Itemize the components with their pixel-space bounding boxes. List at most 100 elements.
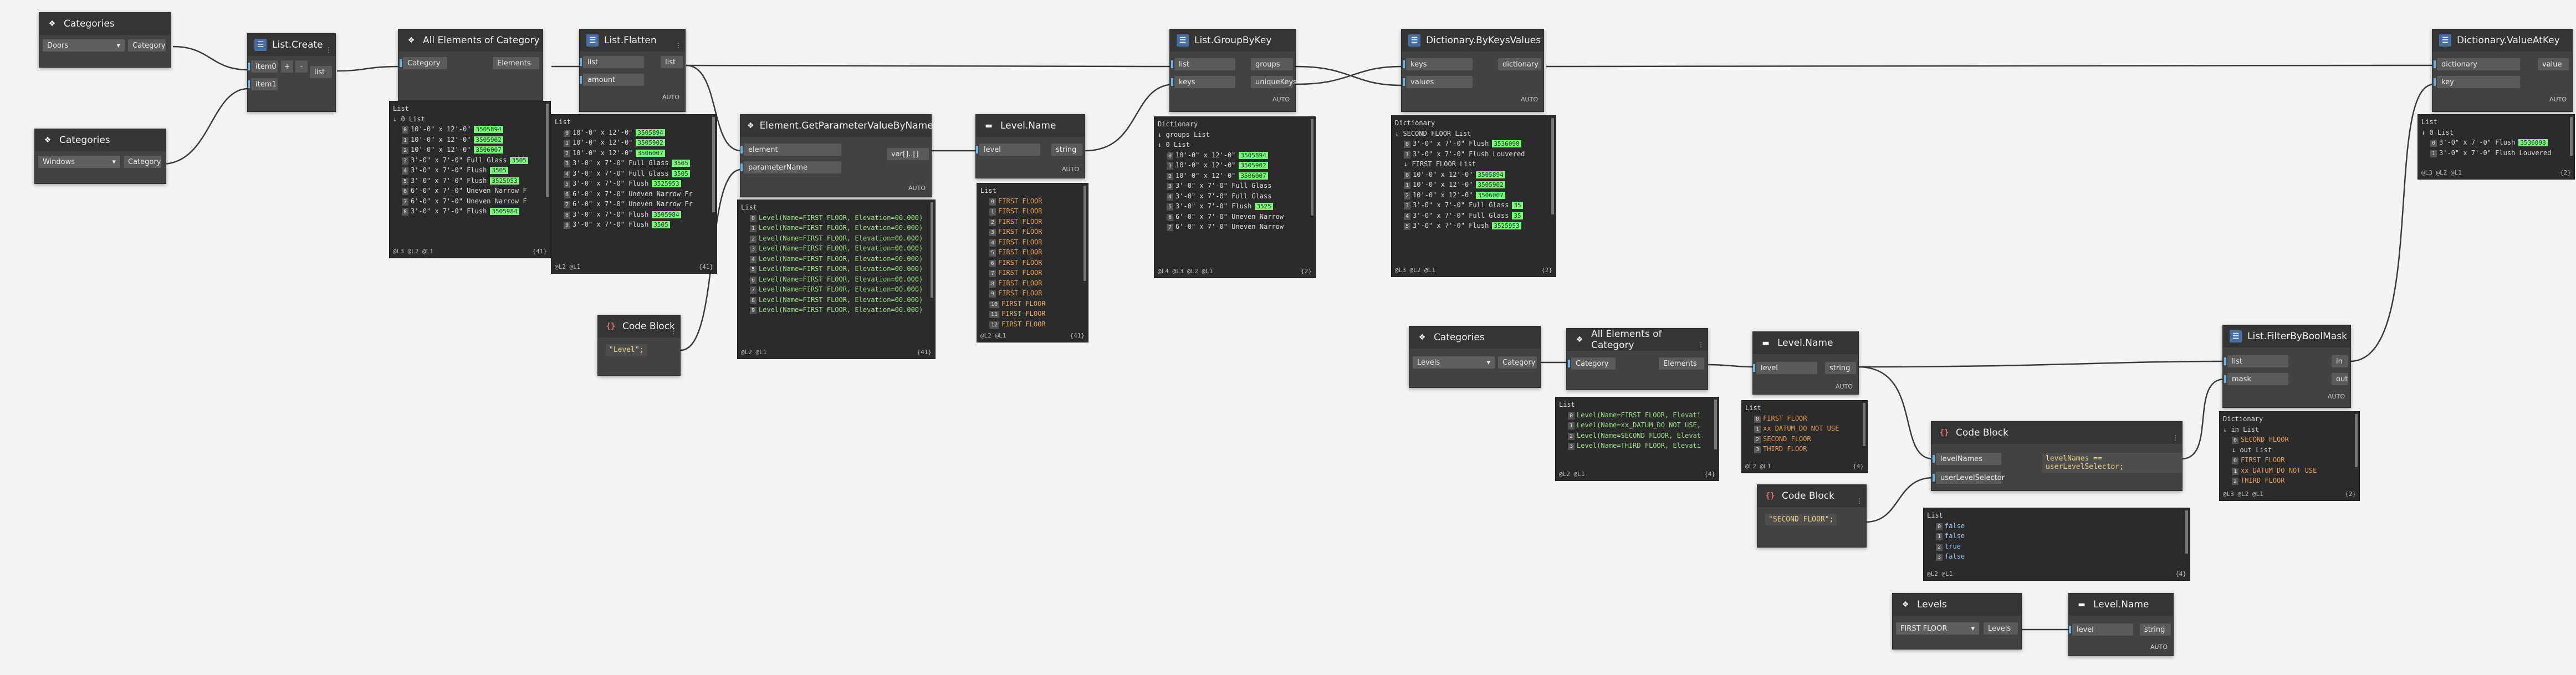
output-port-value[interactable]: value [2538,58,2569,70]
element-id-badge[interactable]: 3525953 [490,177,519,185]
input-port-values[interactable]: values [1403,76,1473,88]
element-id-badge[interactable]: 3505 [672,170,690,177]
input-port-dictionary[interactable]: dictionary [2434,58,2520,70]
scrollbar[interactable] [1551,118,1554,214]
remove-input-button[interactable]: - [295,60,308,73]
code-text[interactable]: levelNames == userLevelSelector; [2042,453,2182,473]
category-dropdown[interactable]: Levels▾ [1413,356,1495,369]
input-port-level[interactable]: level [976,144,1040,156]
output-port-elements[interactable]: Elements [493,57,539,69]
output-port-uniquekeys[interactable]: uniqueKeys [1251,76,1297,88]
scrollbar[interactable] [2185,510,2188,554]
output-port-category[interactable]: Category [1498,356,1537,369]
output-port-category[interactable]: Category [124,156,161,168]
element-id-badge[interactable]: 3505894 [474,126,503,133]
all-elements-of-category-levels-node[interactable]: ❖All Elements of Category Category Eleme… [1566,328,1708,390]
input-port-item1[interactable]: item1 [248,78,278,90]
code-block-level-node[interactable]: {}Code Block "Level"; ⋮ [597,315,681,376]
element-id-badge[interactable]: 3505 [652,221,670,228]
add-input-button[interactable]: + [281,60,293,73]
scrollbar[interactable] [1083,186,1086,281]
code-block-second-floor-node[interactable]: {}Code Block "SECOND FLOOR"; ⋮ [1757,484,1867,548]
output-port-category[interactable]: Category [128,39,166,52]
input-port-list[interactable]: list [1171,58,1235,70]
input-port-item0[interactable]: item0 [248,60,278,73]
categories-levels-node[interactable]: ❖Categories Levels▾ Category [1409,326,1541,388]
element-id-badge[interactable]: 3506007 [1239,172,1268,180]
output-port-in[interactable]: in [2332,355,2348,367]
output-port-var[interactable]: var[]..[] [887,148,929,160]
scrollbar[interactable] [546,104,549,198]
input-port-category[interactable]: Category [400,57,447,69]
levels-select-node[interactable]: ❖Levels FIRST FLOOR▾ Levels [1892,593,2022,650]
level-dropdown[interactable]: FIRST FLOOR▾ [1896,622,1979,635]
dictionary-value-at-key-node[interactable]: ☰Dictionary.ValueAtKey dictionary value … [2432,29,2573,112]
element-id-badge[interactable]: 3506007 [474,146,503,154]
output-port-elements[interactable]: Elements [1659,357,1704,370]
input-port-parametername[interactable]: parameterName [740,161,841,173]
element-id-badge[interactable]: 3505984 [652,211,681,218]
input-port-element[interactable]: element [740,144,841,156]
element-id-badge[interactable]: 3505894 [1239,151,1268,159]
element-id-badge[interactable]: 3525953 [652,180,681,187]
output-port-groups[interactable]: groups [1251,58,1293,70]
scrollbar[interactable] [2570,117,2573,156]
list-flatten-node[interactable]: ☰List.Flatten list list amount AUTO ⋮ [579,29,686,112]
scrollbar[interactable] [1311,119,1313,216]
node-menu-icon[interactable]: ⋮ [1856,497,1863,505]
node-menu-icon[interactable]: ⋮ [2172,434,2179,442]
element-id-badge[interactable]: 3505894 [1476,171,1505,178]
element-id-badge[interactable]: 3505902 [1239,162,1268,169]
output-port-string[interactable]: string [1825,362,1856,374]
input-port-category[interactable]: Category [1568,357,1616,370]
scrollbar[interactable] [931,202,933,298]
output-port-out[interactable]: out [2332,373,2348,385]
element-id-badge[interactable]: 3505902 [474,136,503,144]
input-port-list[interactable]: list [580,56,644,68]
code-block-filter-node[interactable]: {}Code Block levelNames userLevelSelecto… [1931,421,2183,491]
element-id-badge[interactable]: 3506007 [1476,191,1505,199]
output-port-levels[interactable]: Levels [1984,622,2018,635]
code-text[interactable]: "Level"; [606,344,647,356]
element-id-badge[interactable]: 3505 [510,156,528,164]
list-create-node[interactable]: ☰List.Create item0 + - list item1 ⋮ [247,33,336,112]
input-port-level[interactable]: level [2069,623,2133,636]
output-port-dictionary[interactable]: dictionary [1498,58,1541,70]
node-menu-icon[interactable]: ⋮ [670,328,677,335]
input-port-amount[interactable]: amount [580,74,644,86]
input-port-userlevelselector[interactable]: userLevelSelector [1933,472,2005,484]
input-port-keys[interactable]: keys [1171,76,1235,88]
input-port-key[interactable]: key [2434,76,2520,88]
node-menu-icon[interactable]: ⋮ [675,42,682,49]
input-port-level[interactable]: level [1753,362,1817,374]
list-group-by-key-node[interactable]: ☰List.GroupByKey list groups keys unique… [1169,29,1297,112]
level-name-2-node[interactable]: ▬Level.Name level string AUTO [1752,331,1859,395]
categories-doors-node[interactable]: ❖Categories Doors▾ Category [39,12,171,68]
element-id-badge[interactable]: 3506007 [636,149,665,157]
element-id-badge[interactable]: 3536098 [2518,139,2548,146]
scrollbar[interactable] [1714,400,1717,449]
element-id-badge[interactable]: 3505902 [1476,181,1505,188]
element-id-badge[interactable]: 3505894 [636,129,665,136]
category-dropdown[interactable]: Doors▾ [43,39,125,52]
input-port-levelnames[interactable]: levelNames [1933,453,2001,465]
get-parameter-value-node[interactable]: ❖Element.GetParameterValueByName element… [740,114,933,197]
list-filter-by-bool-mask-node[interactable]: ☰List.FilterByBoolMask list in mask out … [2222,325,2351,408]
element-id-badge[interactable]: 3505 [490,167,508,174]
input-port-list[interactable]: list [2224,355,2288,367]
input-port-mask[interactable]: mask [2224,373,2288,385]
scrollbar[interactable] [1863,403,1865,446]
level-name-node[interactable]: ▬Level.Name level string AUTO [975,114,1085,178]
element-id-badge[interactable]: 35 [1512,212,1523,219]
categories-windows-node[interactable]: ❖Categories Windows▾ Category [34,129,166,184]
output-port-string[interactable]: string [1051,144,1082,156]
